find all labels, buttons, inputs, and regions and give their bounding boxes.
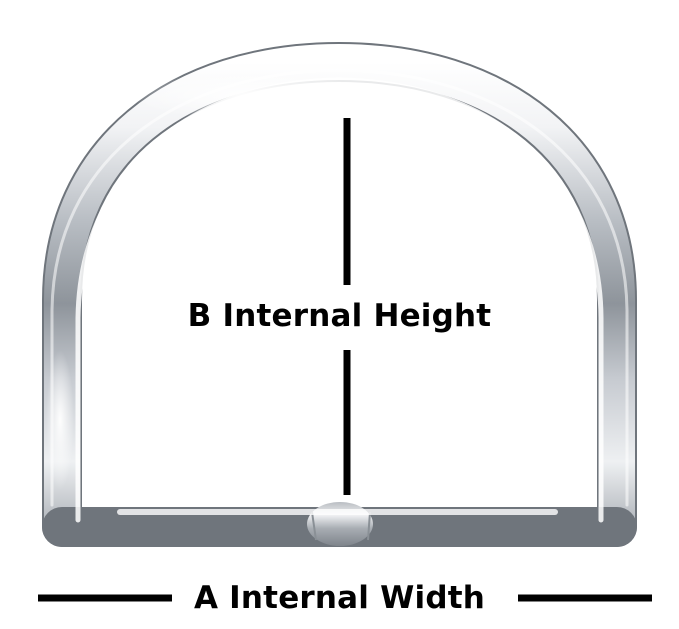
internal-height-label: B Internal Height <box>187 298 492 334</box>
highlight-spot-left <box>46 350 74 490</box>
weld-line-right <box>367 511 371 541</box>
d-ring-arc <box>44 43 635 545</box>
highlight-spot-top <box>130 72 370 120</box>
internal-width-label: A Internal Width <box>193 580 486 616</box>
d-ring-body <box>42 41 637 547</box>
measurement-lines <box>38 118 652 602</box>
highlight-edge <box>50 68 629 507</box>
weld-line-left <box>311 511 317 541</box>
